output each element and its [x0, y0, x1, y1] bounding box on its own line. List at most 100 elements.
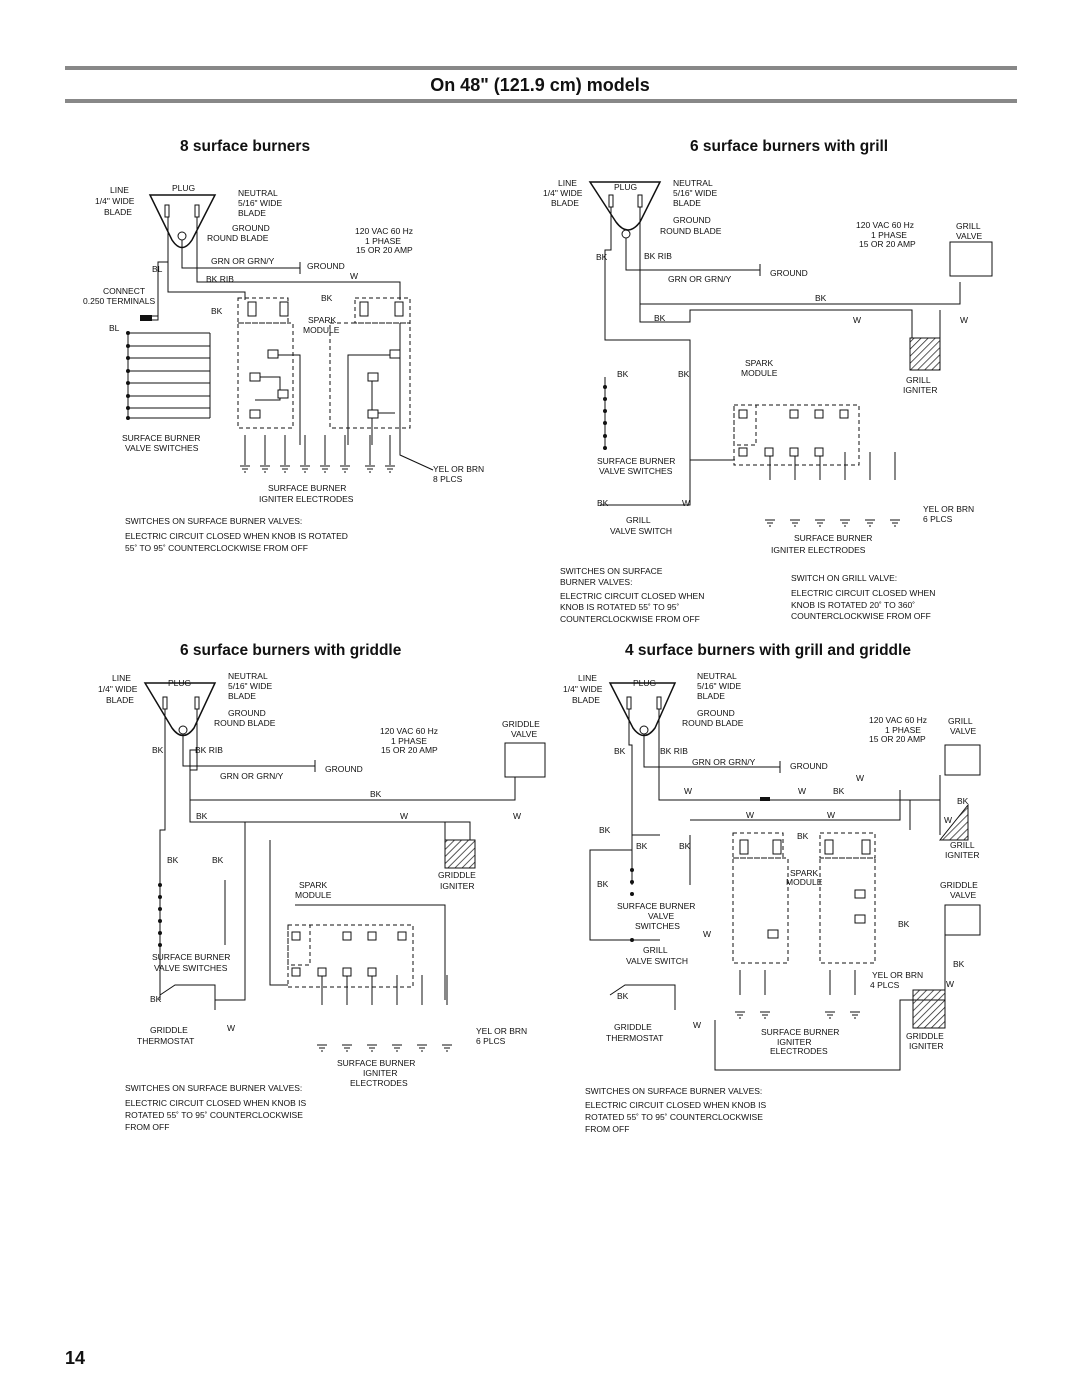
diagram-label: BLADE: [228, 691, 256, 701]
diagram-label: BK: [679, 841, 691, 851]
diagram-label: VALVE: [648, 911, 674, 921]
diagram-label: 1/4" WIDE: [95, 196, 135, 206]
diagram-label: SWITCHES ON SURFACE BURNER VALVES:: [585, 1086, 762, 1096]
diagram-label: W: [227, 1023, 235, 1033]
diagram-label: GROUND: [673, 215, 711, 225]
diagram-label: BK: [167, 855, 179, 865]
diagram-label: ELECTRIC CIRCUIT CLOSED WHEN KNOB IS: [585, 1100, 767, 1110]
diagram-label: SURFACE BURNER: [794, 533, 872, 543]
plug-ground-pin: [177, 231, 187, 241]
diagram-label: BK: [196, 811, 208, 821]
diagram-label: W: [946, 979, 954, 989]
diagram-label: BK: [152, 745, 164, 755]
diagram-label: GRN OR GRN/Y: [668, 274, 732, 284]
diagram-label: GRIDDLE: [150, 1025, 188, 1035]
diagram-label: BK: [636, 841, 648, 851]
diagram-label: BK: [953, 959, 965, 969]
diagram-label: 15 OR 20 AMP: [869, 734, 926, 744]
diagram-label: ROUND BLADE: [660, 226, 722, 236]
plug-outline: [148, 194, 217, 249]
diagram-label: VALVE SWITCHES: [125, 443, 199, 453]
diagram-label: GRILL: [906, 375, 931, 385]
title-underline: [65, 99, 1017, 103]
diagram-label: KNOB IS ROTATED 55˚ TO 95˚: [560, 602, 680, 612]
diagram-label: BK: [599, 825, 611, 835]
diagram-label: IGNITER: [440, 881, 474, 891]
diagram-label: W: [960, 315, 968, 325]
diagram-label: VALVE SWITCH: [610, 526, 672, 536]
diagram-label: BLADE: [104, 207, 132, 217]
diagram-label: MODULE: [303, 325, 340, 335]
diagram-label: ELECTRIC CIRCUIT CLOSED WHEN KNOB IS ROT…: [125, 531, 348, 541]
top-rule: [65, 66, 1017, 70]
diagram-label: IGNITER: [777, 1037, 811, 1047]
wiring-diagram-6-burners-griddle: LINE 1/4" WIDE BLADE PLUG NEUTRAL 5/16" …: [98, 671, 546, 1132]
diagram-label: BK: [833, 786, 845, 796]
diagram-label: BLADE: [572, 695, 600, 705]
diagram-label: ELECTRIC CIRCUIT CLOSED WHEN: [560, 591, 704, 601]
diagram-label: GROUND: [228, 708, 266, 718]
diagram-label: BLADE: [697, 691, 725, 701]
diagram-label: BK: [150, 994, 162, 1004]
diagram-label: FROM OFF: [585, 1124, 629, 1134]
diagram-label: 1 PHASE: [871, 230, 907, 240]
diagram-label: THERMOSTAT: [606, 1033, 663, 1043]
diagram-label: ROTATED 55˚ TO 95˚ COUNTERCLOCKWISE: [125, 1110, 303, 1120]
diagram-label: MODULE: [741, 368, 778, 378]
diagram-label: GRILL: [643, 945, 668, 955]
diagram-label: YEL OR BRN: [872, 970, 923, 980]
diagram-label: W: [798, 786, 806, 796]
connector-terminal: [140, 315, 152, 321]
diagram-label: 1/4" WIDE: [563, 684, 603, 694]
diagram-label: GROUND: [770, 268, 808, 278]
diagram-label: W: [682, 498, 690, 508]
diagram-label: PLUG: [172, 183, 195, 193]
diagram-label: SPARK: [308, 315, 337, 325]
diagram-label: 4 PLCS: [870, 980, 900, 990]
diagram-label: PLUG: [633, 678, 656, 688]
diagram-label: SURFACE BURNER: [597, 456, 675, 466]
diagram-label: IGNITER ELECTRODES: [771, 545, 866, 555]
diagram-label: PLUG: [168, 678, 191, 688]
diagram-4-title: 4 surface burners with grill and griddle: [625, 642, 911, 659]
diagram-label: BK: [597, 498, 609, 508]
diagram-label: SPARK: [745, 358, 774, 368]
diagram-label: SURFACE BURNER: [617, 901, 695, 911]
diagram-label: NEUTRAL: [238, 188, 278, 198]
diagram-label: BK: [321, 293, 333, 303]
diagram-label: GROUND: [325, 764, 363, 774]
diagram-label: 1/4" WIDE: [543, 188, 583, 198]
diagram-label: BK: [370, 789, 382, 799]
diagram-label: MODULE: [786, 877, 823, 887]
diagram-label: SURFACE BURNER: [337, 1058, 415, 1068]
diagram-label: IGNITER: [945, 850, 979, 860]
diagram-label: W: [853, 315, 861, 325]
diagram-label: BK: [617, 991, 629, 1001]
diagram-label: BK: [211, 306, 223, 316]
diagram-label: GRIDDLE: [614, 1022, 652, 1032]
diagram-label: SURFACE BURNER: [122, 433, 200, 443]
diagram-label: 5/16" WIDE: [673, 188, 717, 198]
diagram-label: MODULE: [295, 890, 332, 900]
diagram-label: NEUTRAL: [697, 671, 737, 681]
diagram-label: GROUND: [307, 261, 345, 271]
diagram-label: THERMOSTAT: [137, 1036, 194, 1046]
diagram-label: BK: [597, 879, 609, 889]
page-title: On 48" (121.9 cm) models: [430, 75, 650, 95]
diagram-label: CONNECT: [103, 286, 145, 296]
diagram-label: BK RIB: [206, 274, 234, 284]
diagram-label: GROUND: [790, 761, 828, 771]
diagram-label: BLADE: [551, 198, 579, 208]
diagram-label: BLADE: [238, 208, 266, 218]
diagram-label: BK: [212, 855, 224, 865]
wiring-diagram-8-burners: LINE 1/4" WIDE BLADE PLUG NEUTRAL 5/16" …: [83, 183, 484, 553]
diagram-label: SURFACE BURNER: [761, 1027, 839, 1037]
diagram-label: LINE: [112, 673, 131, 683]
diagram-label: 120 VAC 60 Hz: [869, 715, 927, 725]
wiring-diagram-6-burners-grill: LINE 1/4" WIDE BLADE PLUG NEUTRAL 5/16" …: [543, 178, 993, 624]
diagram-label: 1 PHASE: [365, 236, 401, 246]
diagram-label: ELECTRODES: [770, 1046, 828, 1056]
diagram-1-title: 8 surface burners: [180, 138, 311, 155]
diagram-label: SPARK: [790, 868, 819, 878]
diagram-label: BLADE: [673, 198, 701, 208]
